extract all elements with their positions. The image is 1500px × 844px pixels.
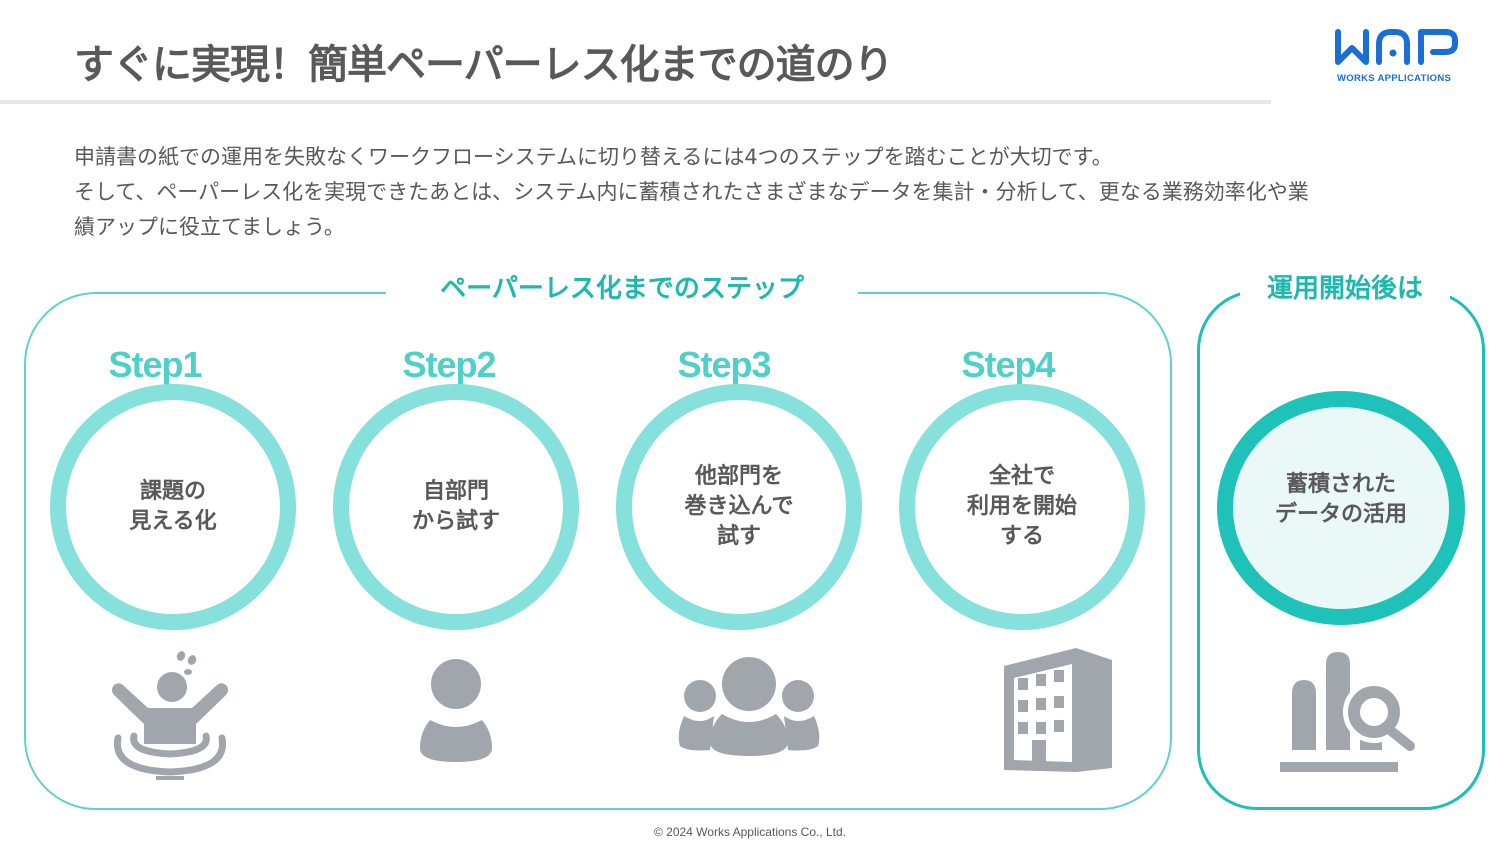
- step4-title: Step4: [961, 344, 1055, 385]
- title-divider: [0, 100, 1271, 104]
- drowning-person-icon: [112, 651, 228, 780]
- page-title: すぐに実現！簡単ペーパーレス化までの道のり: [74, 42, 894, 88]
- step3-circle: 他部門を 巻き込んで 試す: [616, 384, 862, 630]
- step2-title: Step2: [402, 344, 496, 385]
- intro-text: 申請書の紙での運用を失敗なくワークフローシステムに切り替えるには4つのステップを…: [74, 140, 1434, 245]
- wap-logo-icon: [1335, 29, 1458, 65]
- intro-line: そして、ペーパーレス化を実現できたあとは、システム内に蓄積されたさまざまなデータ…: [74, 180, 1309, 204]
- step1-title: Step1: [108, 344, 202, 385]
- step1-circle: 課題の 見える化: [50, 384, 296, 630]
- intro-line: 申請書の紙での運用を失敗なくワークフローシステムに切り替えるには4つのステップを…: [74, 145, 1113, 169]
- step1-text: 課題の 見える化: [129, 479, 217, 534]
- intro-line: 績アップに役立てましょう。: [74, 215, 345, 239]
- group-icon: [678, 657, 820, 756]
- chart-analysis-icon: [1280, 652, 1415, 772]
- building-icon: [1004, 648, 1112, 772]
- data-utilization-text: 蓄積された データの活用: [1274, 472, 1407, 527]
- data-utilization-circle: 蓄積された データの活用: [1217, 391, 1465, 625]
- steps-panel-label: ペーパーレス化までのステップ: [386, 268, 858, 308]
- person-icon: [420, 659, 492, 762]
- step3-text: 他部門を 巻き込んで 試す: [684, 464, 794, 549]
- step2-circle: 自部門 から試す: [333, 384, 579, 630]
- after-panel-label: 運用開始後は: [1240, 268, 1450, 308]
- copyright: © 2024 Works Applications Co., Ltd.: [653, 825, 847, 839]
- logo-company-name: WORKS APPLICATIONS: [1337, 73, 1452, 84]
- step2-text: 自部門 から試す: [411, 479, 500, 534]
- step4-circle: 全社で 利用を開始 する: [899, 384, 1145, 630]
- step3-title: Step3: [677, 344, 771, 385]
- step4-text: 全社で 利用を開始 する: [966, 464, 1077, 549]
